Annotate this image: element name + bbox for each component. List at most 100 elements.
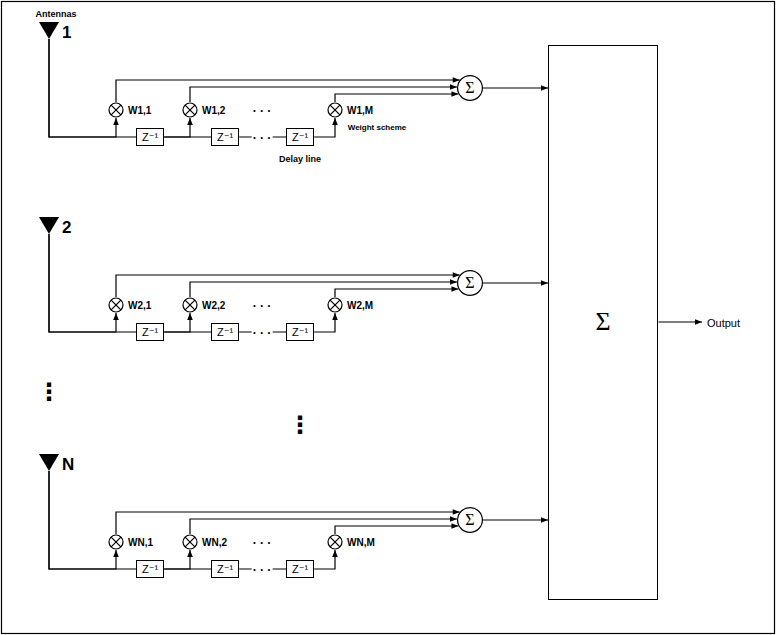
multiplier: W2,1 <box>108 297 151 313</box>
ellipsis: · · · <box>252 327 273 339</box>
delay-box: Z⁻¹ <box>136 323 164 341</box>
delay-symbol: Z⁻¹ <box>292 326 308 338</box>
vertical-ellipsis: ⋮ <box>36 380 62 404</box>
ellipsis: · · · <box>252 300 273 312</box>
delay-line-note: Delay line <box>278 155 322 164</box>
weight-label: W1,1 <box>128 105 151 116</box>
signal-line <box>164 313 190 332</box>
multiplier-symbol <box>182 297 198 313</box>
delay-symbol: Z⁻¹ <box>142 326 158 338</box>
delay-box: Z⁻¹ <box>211 560 239 578</box>
signal-line <box>164 331 211 332</box>
antenna: 2 <box>39 217 71 238</box>
antennas-caption: Antennas <box>34 4 77 20</box>
signal-line <box>164 118 190 137</box>
multiplier-symbol <box>182 534 198 550</box>
ellipsis: · · · <box>252 297 273 313</box>
ellipsis: · · · <box>252 534 273 550</box>
multiplier: WN,2 <box>182 534 227 550</box>
sum-symbol: Σ <box>465 79 474 97</box>
delay-symbol: Z⁻¹ <box>292 563 308 575</box>
signal-line <box>164 136 211 137</box>
sum-symbol: Σ <box>595 308 610 337</box>
signal-line <box>335 94 458 102</box>
multiplier-symbol <box>182 102 198 118</box>
multiplier: W2,M <box>327 297 373 313</box>
weight-label: WN,1 <box>128 537 153 548</box>
sum-symbol: Σ <box>465 511 474 529</box>
multiplier-symbol <box>327 534 343 550</box>
output-arrow <box>659 321 703 322</box>
delay-box: Z⁻¹ <box>286 560 314 578</box>
weight-label: W1,2 <box>202 105 225 116</box>
weight-label: W1,M <box>347 105 373 116</box>
weight-label: WN,M <box>347 537 375 548</box>
multiplier-symbol <box>327 297 343 313</box>
antenna: 1 <box>39 22 71 43</box>
ellipsis: · · · <box>252 129 273 145</box>
output-label: Output <box>706 314 741 330</box>
multiplier-symbol <box>327 102 343 118</box>
weight-scheme-note: Weight scheme <box>347 124 408 132</box>
antenna-symbol <box>39 22 59 39</box>
antennas-caption: Antennas <box>34 10 77 19</box>
signal-line <box>49 39 136 137</box>
weight-label: W2,M <box>347 300 373 311</box>
multiplier: WN,1 <box>108 534 153 550</box>
signal-line <box>49 234 136 332</box>
signal-line <box>49 234 116 332</box>
antenna-symbol <box>39 217 59 234</box>
ellipsis: · · · <box>252 132 273 144</box>
weight-label: W2,1 <box>128 300 151 311</box>
delay-symbol: Z⁻¹ <box>142 563 158 575</box>
signal-line <box>49 471 116 569</box>
antenna-number: 2 <box>62 219 71 238</box>
summer-circle: Σ <box>457 270 483 296</box>
ellipsis: · · · <box>252 537 273 549</box>
delay-box: Z⁻¹ <box>136 560 164 578</box>
signal-line <box>335 526 458 534</box>
antenna-number: 1 <box>62 24 71 43</box>
multiplier: W2,2 <box>182 297 225 313</box>
multiplier: W1,M <box>327 102 373 118</box>
delay-symbol: Z⁻¹ <box>217 326 233 338</box>
multiplier: W1,2 <box>182 102 225 118</box>
multiplier: WN,M <box>327 534 375 550</box>
weight-label: W2,2 <box>202 300 225 311</box>
signal-line <box>314 550 335 569</box>
signal-line <box>164 568 211 569</box>
signal-line <box>314 118 335 137</box>
weight-scheme-note: Weight scheme <box>347 117 408 133</box>
ellipsis: · · · <box>252 564 273 576</box>
ellipsis: · · · <box>252 105 273 117</box>
signal-line <box>483 87 548 88</box>
signal-line <box>314 313 335 332</box>
antenna-number: N <box>62 456 74 475</box>
signal-line <box>164 550 190 569</box>
multiplier: W1,1 <box>108 102 151 118</box>
vertical-ellipsis: ⋮ <box>287 413 313 437</box>
delay-symbol: Z⁻¹ <box>217 131 233 143</box>
signal-line <box>116 512 460 534</box>
delay-line-note: Delay line <box>278 149 322 165</box>
vertical-ellipsis: ⋮ <box>287 413 313 437</box>
signal-line <box>483 282 548 283</box>
ellipsis: · · · <box>252 102 273 118</box>
combiner-box: Σ <box>548 45 658 600</box>
summer-circle: Σ <box>457 75 483 101</box>
weight-label: WN,2 <box>202 537 227 548</box>
multiplier-symbol <box>108 297 124 313</box>
signal-line <box>335 289 458 297</box>
antenna: N <box>39 454 74 475</box>
ellipsis: · · · <box>252 561 273 577</box>
signal-line <box>116 275 460 297</box>
multiplier-symbol <box>108 102 124 118</box>
delay-symbol: Z⁻¹ <box>217 563 233 575</box>
signal-line <box>49 39 116 137</box>
signal-line <box>116 80 460 102</box>
delay-box: Z⁻¹ <box>286 128 314 146</box>
delay-box: Z⁻¹ <box>286 323 314 341</box>
multiplier-symbol <box>108 534 124 550</box>
output-label: Output <box>706 318 741 329</box>
